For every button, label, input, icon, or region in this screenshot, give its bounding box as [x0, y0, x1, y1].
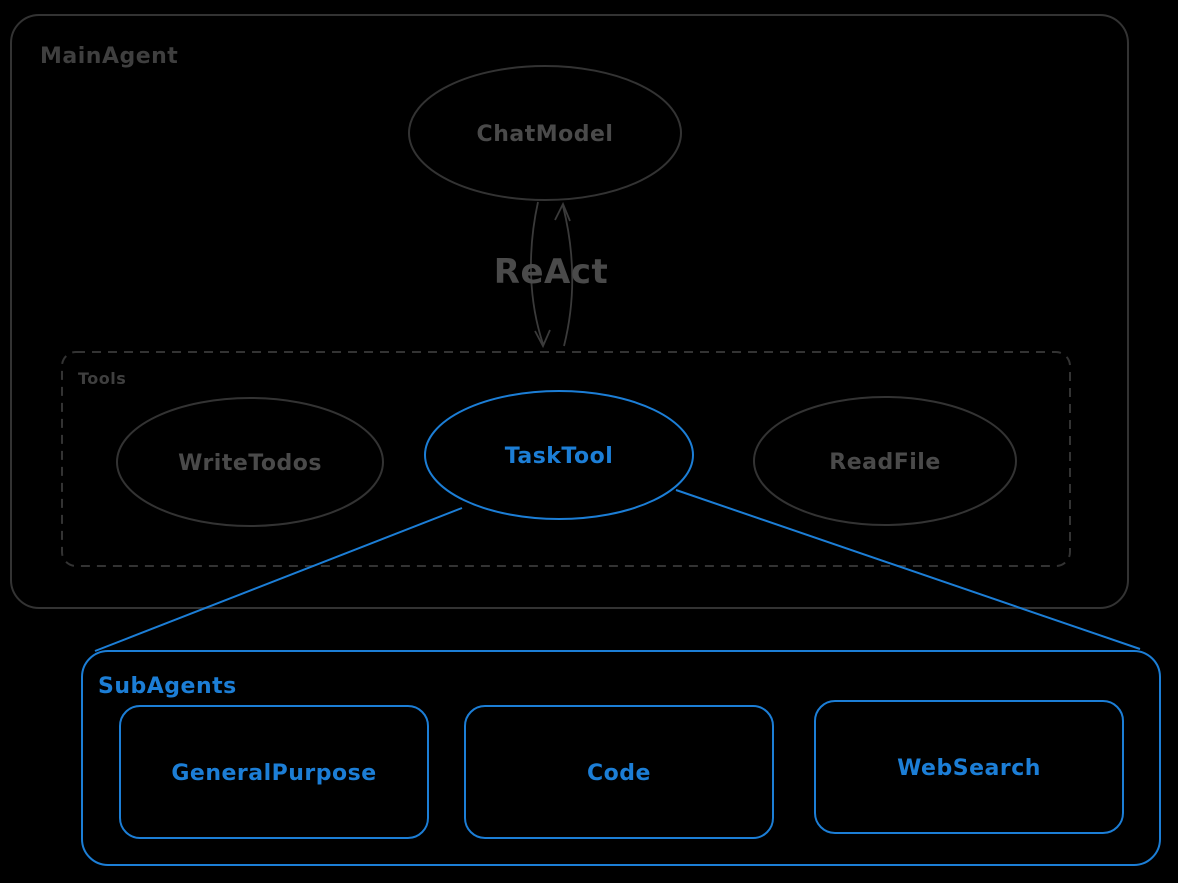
subagents-box: [81, 650, 1161, 866]
web-search-label: WebSearch: [897, 756, 1041, 781]
read-file-label: ReadFile: [829, 450, 941, 475]
code-box: [464, 705, 774, 839]
react-arrow-up-head: [554, 201, 571, 222]
react-arrow-up: [562, 205, 574, 347]
task-tool-label: TaskTool: [505, 444, 614, 469]
react-arrow-down-head: [534, 329, 551, 349]
write-todos-ellipse: [116, 397, 384, 527]
main-agent-label: MainAgent: [40, 44, 178, 69]
subagents-label: SubAgents: [98, 674, 237, 699]
chat-model-ellipse: [408, 65, 682, 201]
task-tool-subagents-left-connector: [94, 507, 463, 652]
general-purpose-label: GeneralPurpose: [171, 761, 376, 786]
task-tool-ellipse: [424, 390, 694, 520]
code-label: Code: [587, 761, 651, 786]
chat-model-label: ChatModel: [477, 122, 614, 147]
tools-box: [61, 351, 1071, 567]
react-arrow-down: [530, 201, 544, 345]
task-tool-subagents-right-connector: [675, 489, 1141, 650]
web-search-box: [814, 700, 1124, 834]
general-purpose-box: [119, 705, 429, 839]
write-todos-label: WriteTodos: [178, 451, 322, 476]
main-agent-box: [10, 14, 1129, 609]
react-label: ReAct: [494, 252, 608, 292]
tools-label: Tools: [78, 369, 126, 388]
read-file-ellipse: [753, 396, 1017, 526]
